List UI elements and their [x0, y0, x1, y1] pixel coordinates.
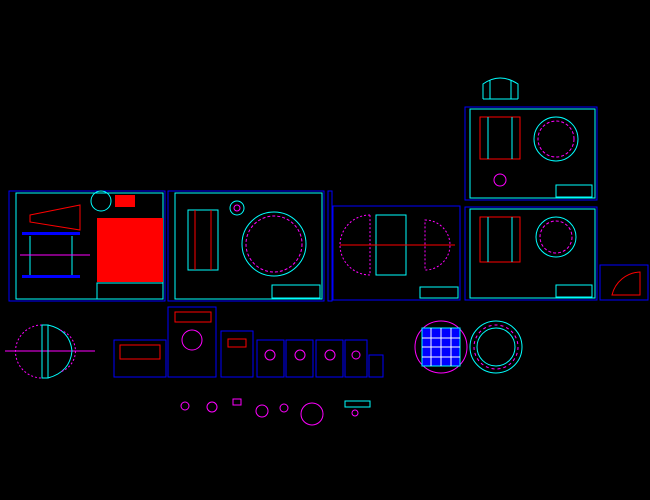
sheet-3 — [327, 190, 461, 302]
sheet-5 — [464, 206, 598, 301]
grille-detail — [414, 320, 468, 374]
sheet-4 — [464, 106, 598, 201]
sheet-2 — [167, 190, 325, 302]
arch-detail — [482, 77, 519, 100]
ring-detail — [469, 320, 523, 374]
small-sheets — [113, 306, 384, 378]
sheet-6 — [599, 264, 649, 301]
flange-views — [5, 324, 95, 379]
small-parts — [180, 398, 371, 426]
sheet-1 — [8, 190, 166, 302]
